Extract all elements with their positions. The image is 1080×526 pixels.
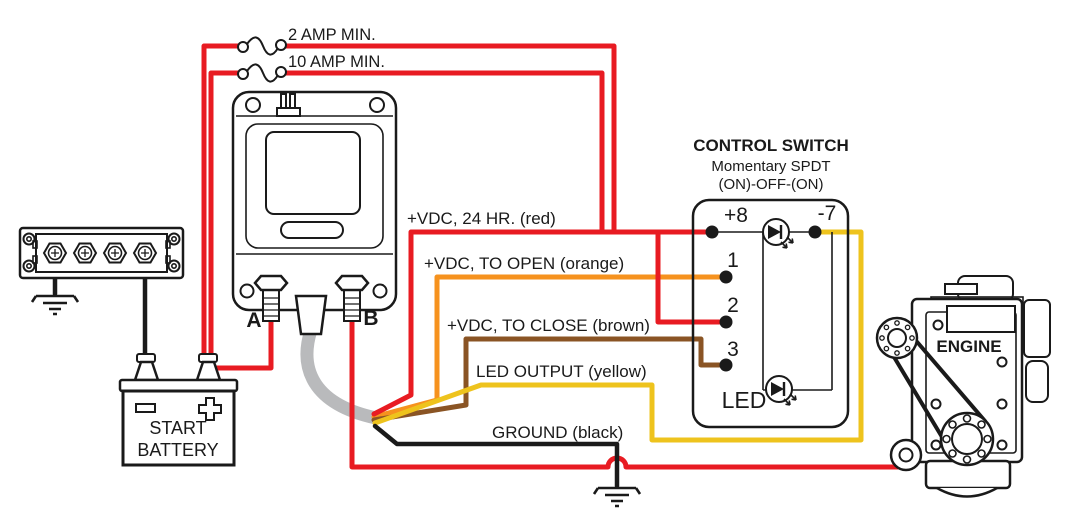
terminal-label-minus7: -7 <box>818 202 837 225</box>
engine-crank-pulley <box>939 411 995 467</box>
fuse1-label: 2 AMP MIN. <box>288 26 376 44</box>
busbar-terminal-3 <box>102 242 128 264</box>
led-icon-top <box>762 218 794 249</box>
label-vdc-24hr: +VDC, 24 HR. (red) <box>407 209 556 228</box>
terminal-dot-2 <box>719 315 733 329</box>
ground-symbol-busbar <box>30 294 80 316</box>
fuse2-label: 10 AMP MIN. <box>288 53 385 71</box>
relay-cable-boot <box>294 294 328 336</box>
engine-bell-housing <box>936 486 998 498</box>
terminal-dot-3 <box>719 358 733 372</box>
control-switch-body <box>691 198 850 429</box>
control-switch-led-label: LED <box>722 387 767 413</box>
wire-black-ground <box>372 423 620 489</box>
label-led-output: LED OUTPUT (yellow) <box>476 362 647 381</box>
relay-label-slot <box>280 221 344 239</box>
control-switch-type2: (ON)-OFF-(ON) <box>719 176 824 193</box>
battery-minus-mark <box>135 403 156 413</box>
battery-plus-mark <box>198 397 222 421</box>
wire-orange-to-open <box>371 274 727 420</box>
terminal-dot-minus7 <box>808 225 822 239</box>
label-to-close: +VDC, TO CLOSE (brown) <box>447 316 650 335</box>
engine-label: ENGINE <box>936 337 1001 356</box>
engine: ENGINE <box>875 275 1051 498</box>
battery-pos-post <box>195 360 222 382</box>
wire-brown-to-close <box>371 336 727 423</box>
engine-manifold-upper <box>1023 299 1051 358</box>
busbar-terminal-2 <box>72 242 98 264</box>
control-switch: CONTROL SWITCH Momentary SPDT (ON)-OFF-(… <box>691 136 850 429</box>
wire-red-10amp <box>208 70 605 359</box>
terminal-label-3: 3 <box>727 338 739 361</box>
busbar-terminal-4 <box>132 242 158 264</box>
engine-oil-filler <box>944 283 978 295</box>
relay-terminal-b-label: B <box>363 307 378 330</box>
busbar <box>18 226 185 280</box>
label-to-open: +VDC, TO OPEN (orange) <box>424 254 624 273</box>
battery-neg-post <box>133 360 160 382</box>
terminal-label-1: 1 <box>727 249 739 272</box>
relay-stud-a <box>253 274 289 322</box>
engine-manifold-lower <box>1025 360 1049 403</box>
start-battery: START BATTERY <box>118 353 239 467</box>
control-switch-type1: Momentary SPDT <box>711 158 830 175</box>
relay-terminal-a-label: A <box>246 309 261 332</box>
wire-yellow-led-output <box>372 229 864 443</box>
terminal-label-2: 2 <box>727 294 739 317</box>
control-switch-title: CONTROL SWITCH <box>693 136 849 155</box>
engine-starter <box>889 438 923 472</box>
engine-alternator <box>875 316 919 360</box>
wire-red-2amp <box>201 43 617 359</box>
terminal-dot-plus8 <box>705 225 719 239</box>
fuse-2amp <box>237 36 287 56</box>
relay-screw-hole <box>245 97 261 113</box>
battery-label-line2: BATTERY <box>137 440 218 460</box>
battery-label-line1: START <box>149 418 206 438</box>
battery-switch-relay: A B <box>231 90 398 336</box>
ground-symbol-main <box>592 486 642 508</box>
terminal-label-plus8: +8 <box>724 204 748 227</box>
busbar-terminal-1 <box>42 242 68 264</box>
relay-stud-b <box>334 274 370 322</box>
led-icon-bottom <box>765 375 797 406</box>
wire-battery-to-terminal-a <box>213 311 274 371</box>
relay-output-cable <box>300 323 383 425</box>
terminal-dot-1 <box>719 270 733 284</box>
engine-top-plate <box>946 305 1016 333</box>
fuse-10amp <box>237 63 287 83</box>
engine-belt <box>889 334 987 449</box>
wire-red-24hr <box>371 229 727 417</box>
label-ground: GROUND (black) <box>492 423 623 442</box>
relay-label-recess <box>265 131 361 215</box>
